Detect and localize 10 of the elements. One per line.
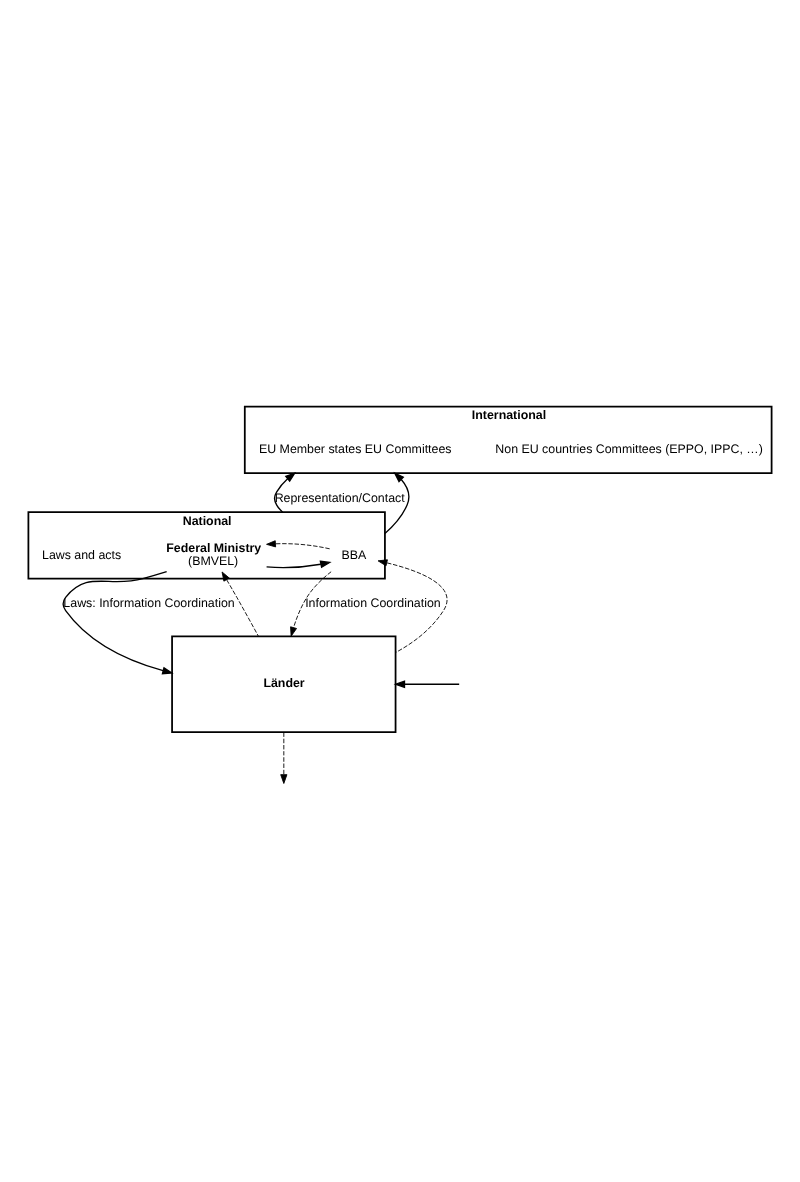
arrow [221, 570, 259, 636]
arrow [273, 470, 297, 512]
arrow [393, 679, 460, 688]
arrow [265, 559, 332, 568]
arrow [384, 470, 410, 534]
arrow [377, 558, 448, 652]
arrow [280, 730, 288, 783]
arrow [266, 539, 331, 549]
arrow [290, 570, 332, 636]
arrow [62, 570, 174, 674]
